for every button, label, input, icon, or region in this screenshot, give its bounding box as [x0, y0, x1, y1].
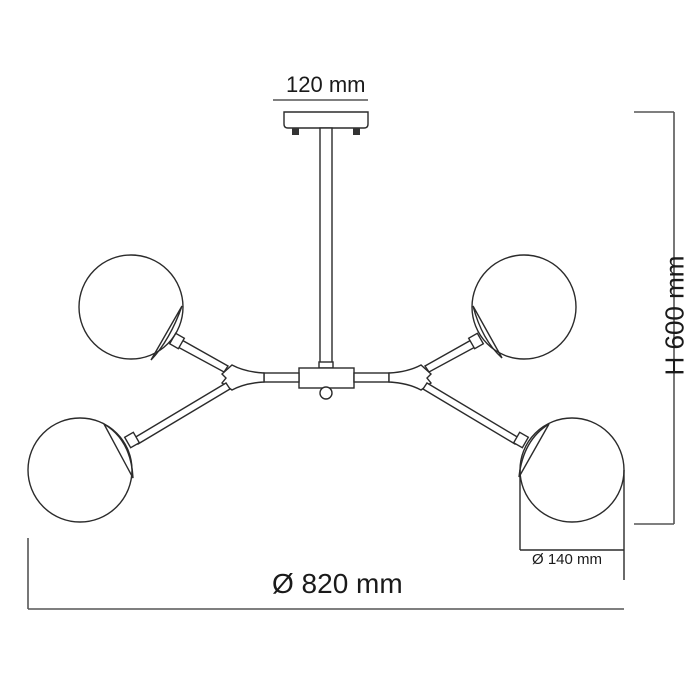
height-dimension-line	[634, 111, 675, 525]
arm-upper-left	[175, 338, 230, 373]
globe-dimension-lines	[519, 470, 625, 580]
arm-lower-left	[133, 382, 231, 445]
globe-upper-left	[78, 254, 184, 361]
globe-diameter-label: Ø 140 mm	[532, 551, 603, 568]
total-diameter-label: Ø 820 mm	[272, 568, 403, 599]
central-hub	[263, 367, 390, 400]
canopy	[283, 111, 369, 135]
suspension-rod	[318, 127, 334, 369]
canopy-width-label: 120 mm	[286, 72, 366, 97]
globe-upper-right	[471, 254, 577, 360]
arm-upper-right	[423, 338, 478, 373]
right-fork	[388, 364, 433, 391]
globe-lower-right	[518, 417, 625, 523]
arm-lower-right	[422, 382, 520, 445]
globe-lower-left	[27, 417, 134, 523]
height-label: H 600 mm	[659, 255, 690, 376]
left-fork	[220, 364, 265, 391]
width-dimension-line	[27, 538, 624, 610]
